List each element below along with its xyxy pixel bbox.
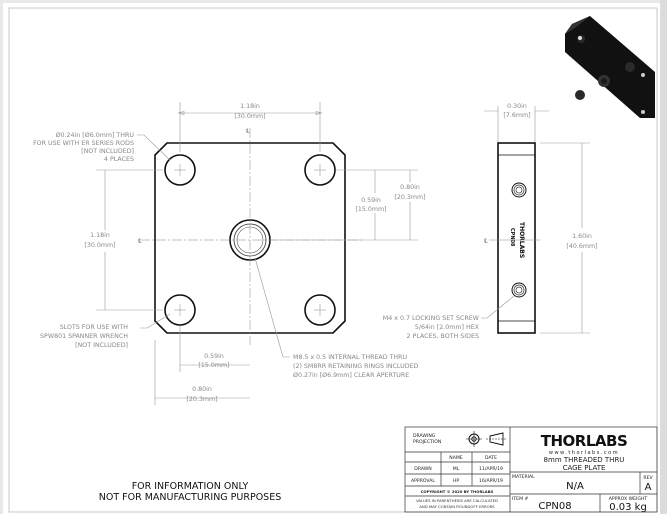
set-screw bbox=[511, 182, 527, 298]
label-text: M4 x 0.7 LOCKING SET SCREW bbox=[383, 315, 480, 322]
disclaimer-line: FOR INFORMATION ONLY bbox=[132, 481, 249, 492]
label-text: DATE bbox=[485, 455, 497, 461]
label-text: 0.80in bbox=[192, 386, 212, 393]
scrollbar[interactable] bbox=[660, 0, 667, 514]
side-outline bbox=[497, 142, 536, 334]
label-text: 0.30in bbox=[507, 103, 527, 110]
label-text: 1.18in bbox=[90, 232, 110, 239]
label-text: [15.0mm] bbox=[355, 206, 386, 213]
label-text: Ø0.24in [Ø6.0mm] THRU bbox=[56, 131, 135, 139]
label-text: [NOT INCLUDED] bbox=[75, 342, 128, 349]
label-text: ℄ bbox=[246, 128, 251, 135]
label-text: M8.5 x 0.5 INTERNAL THREAD THRU bbox=[293, 354, 408, 361]
label-text: [30.0mm] bbox=[234, 113, 265, 120]
label-text: 0.59in bbox=[204, 353, 224, 360]
label-text: [7.6mm] bbox=[503, 112, 530, 119]
label-text: 8mm THREADED THRU bbox=[544, 456, 625, 464]
label-text: DRAWN bbox=[414, 466, 431, 472]
label-text: A bbox=[645, 482, 652, 493]
title-block: DRAWING PROJECTION NAME DATE DRAWN ML 11… bbox=[404, 426, 658, 513]
label-text: 0.80in bbox=[400, 184, 420, 191]
label-text: DRAWING bbox=[413, 433, 436, 439]
engraving-part: CPN08 bbox=[509, 228, 515, 247]
label-text: COPYRIGHT © 2020 BY THORLABS bbox=[421, 489, 494, 494]
label-text: [30.0mm] bbox=[84, 242, 115, 249]
label-text: N/A bbox=[566, 481, 584, 492]
plate-outline bbox=[154, 142, 346, 334]
label-text: www.thorlabs.com bbox=[549, 450, 619, 456]
thorlabs-logo: THORLABS bbox=[541, 432, 628, 450]
label-text: REV bbox=[643, 475, 653, 481]
label-text: 0.59in bbox=[361, 197, 381, 204]
label-text: 5/64in [2.0mm] HEX bbox=[415, 324, 480, 331]
label-text: CPN08 bbox=[538, 501, 571, 512]
side-view: THORLABS CPN08 ℄ 0.30in [7.6mm] 1.60in [… bbox=[383, 103, 598, 340]
label-text: [20.3mm] bbox=[186, 396, 217, 403]
label-text: ℄ bbox=[138, 238, 143, 245]
sheet-background bbox=[3, 3, 660, 514]
label-text: 4 PLACES bbox=[104, 156, 134, 163]
sheet-border bbox=[8, 7, 658, 513]
label-text: [40.6mm] bbox=[566, 243, 597, 250]
label-text: ITEM # bbox=[512, 496, 528, 502]
label-text: APPROX WEIGHT bbox=[609, 496, 648, 502]
label-text: ML bbox=[453, 466, 460, 472]
label-text: 2 PLACES, BOTH SIDES bbox=[407, 333, 479, 340]
label-text: HP bbox=[453, 478, 459, 484]
label-text: MATERIAL bbox=[512, 474, 535, 480]
label-text: PROJECTION bbox=[413, 439, 441, 445]
label-text: 1.18in bbox=[240, 103, 260, 110]
label-text: FOR USE WITH ER SERIES RODS bbox=[33, 140, 134, 147]
label-text: Ø0.27in [Ø6.9mm] CLEAR APERTURE bbox=[293, 371, 409, 379]
label-text: SLOTS FOR USE WITH bbox=[60, 324, 129, 331]
label-text: CAGE PLATE bbox=[563, 464, 606, 472]
label-text: VALUES IN PARENTHESIS ARE CALCULATED bbox=[416, 498, 498, 503]
label-text: (2) SM8RR RETAINING RINGS INCLUDED bbox=[293, 363, 419, 370]
projection-symbol-icon bbox=[466, 431, 506, 447]
label-text: APPROVAL bbox=[411, 478, 435, 484]
label-text: [15.0mm] bbox=[198, 362, 229, 369]
label-text: 11/APR/19 bbox=[479, 466, 503, 472]
label-text: [NOT INCLUDED] bbox=[81, 148, 134, 155]
isometric-view bbox=[565, 16, 655, 118]
disclaimer-line: NOT FOR MANUFACTURING PURPOSES bbox=[99, 492, 281, 503]
label-text: 0.03 kg bbox=[609, 502, 647, 513]
front-view: ℄ ℄ 1.18in [30.0mm] 1.18in [30.0mm] 0.80… bbox=[33, 102, 426, 405]
mounting-hole bbox=[164, 154, 336, 326]
label-text: 16/APR/19 bbox=[479, 478, 503, 484]
label-text: NAME bbox=[449, 455, 463, 461]
label-text: [20.3mm] bbox=[394, 194, 425, 201]
label-text: AND MAY CONTAIN ROUNDOFF ERRORS bbox=[419, 504, 495, 509]
label-text: ℄ bbox=[484, 238, 489, 245]
label-text: SPW801 SPANNER WRENCH bbox=[40, 333, 128, 340]
label-text: 1.60in bbox=[572, 233, 592, 240]
